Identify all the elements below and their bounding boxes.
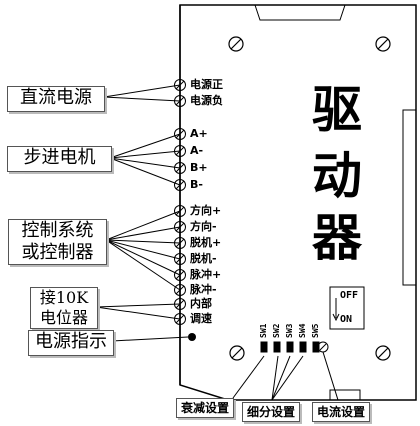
potentiometer-label-line1: 接10K [39, 288, 89, 307]
title-char: 器 [312, 209, 362, 267]
off-on-box [329, 286, 365, 330]
terminal-label: A+ [190, 127, 208, 140]
top-notch [254, 4, 346, 21]
right-notch [402, 109, 416, 286]
terminal-label: 脉冲+ [190, 268, 222, 281]
dc-power-label: 直流电源 [7, 86, 105, 112]
switch-off-label: OFF [340, 290, 359, 301]
terminal-label: 电源负 [190, 94, 223, 107]
dip-switch [260, 341, 268, 353]
screw-bottom-left [229, 345, 245, 361]
power-indicator-label: 电源指示 [28, 330, 114, 356]
switch-on-label: ON [340, 314, 353, 325]
dip-switch-block [260, 341, 329, 353]
terminal-label: 脱机- [190, 252, 217, 265]
callout-lines [232, 351, 339, 401]
controller-label-line2: 或控制器 [21, 242, 94, 263]
microstep-setting-callout: 细分设置 [242, 402, 301, 422]
screw-top-left [228, 36, 244, 52]
terminal-label: 内部 [190, 297, 212, 310]
terminal-screw [174, 128, 186, 140]
terminal-label: A- [190, 144, 204, 157]
terminal-label: B- [190, 178, 203, 191]
dip-switch [286, 341, 294, 353]
stepper-motor-label: 步进电机 [7, 146, 112, 172]
terminal-label: B+ [190, 161, 208, 174]
terminal-screw [174, 145, 186, 157]
screw-bottom-right [375, 345, 391, 361]
bottom-notch [329, 389, 361, 400]
controller-label: 控制系统 或控制器 [8, 219, 107, 265]
title-char: 动 [312, 147, 362, 205]
dip-switch-label: SW5 [311, 323, 320, 338]
potentiometer-label-line2: 电位器 [39, 308, 88, 327]
terminal-label: 方向+ [190, 204, 222, 217]
dip-switch-label: SW1 [259, 323, 268, 338]
dip-switch-label: SW3 [285, 323, 294, 338]
power-led [188, 333, 196, 341]
terminal-screw [174, 313, 186, 325]
controller-label-line1: 控制系统 [21, 220, 94, 241]
dip-switch-label: SW4 [298, 323, 307, 338]
terminal-label: 电源正 [190, 78, 223, 91]
terminal-label: 脉冲- [190, 283, 217, 296]
dip-switch [312, 341, 320, 353]
attenuation-setting-callout: 衰减设置 [176, 398, 235, 418]
terminal-screw [174, 179, 186, 191]
current-setting-callout: 电流设置 [312, 402, 371, 422]
dip-switch-label: SW2 [272, 323, 281, 338]
terminal-screw [174, 79, 186, 91]
screw-top-right [375, 36, 391, 52]
terminal-screw [174, 162, 186, 174]
terminal-label: 方向- [190, 220, 217, 233]
terminal-label: 调速 [190, 312, 212, 325]
terminal-screw [174, 284, 186, 296]
connector-lines [95, 84, 189, 342]
driver-body [179, 4, 417, 401]
dip-switch [273, 341, 281, 353]
terminal-screw [174, 269, 186, 281]
terminal-screw [174, 253, 186, 265]
potentiometer-label: 接10K 电位器 [30, 287, 98, 329]
dip-switch [299, 341, 307, 353]
terminal-screws [174, 79, 186, 325]
terminal-label: 脱机+ [190, 236, 222, 249]
terminal-screw [174, 221, 186, 233]
terminal-screw [174, 205, 186, 217]
title-char: 驱 [312, 81, 362, 139]
